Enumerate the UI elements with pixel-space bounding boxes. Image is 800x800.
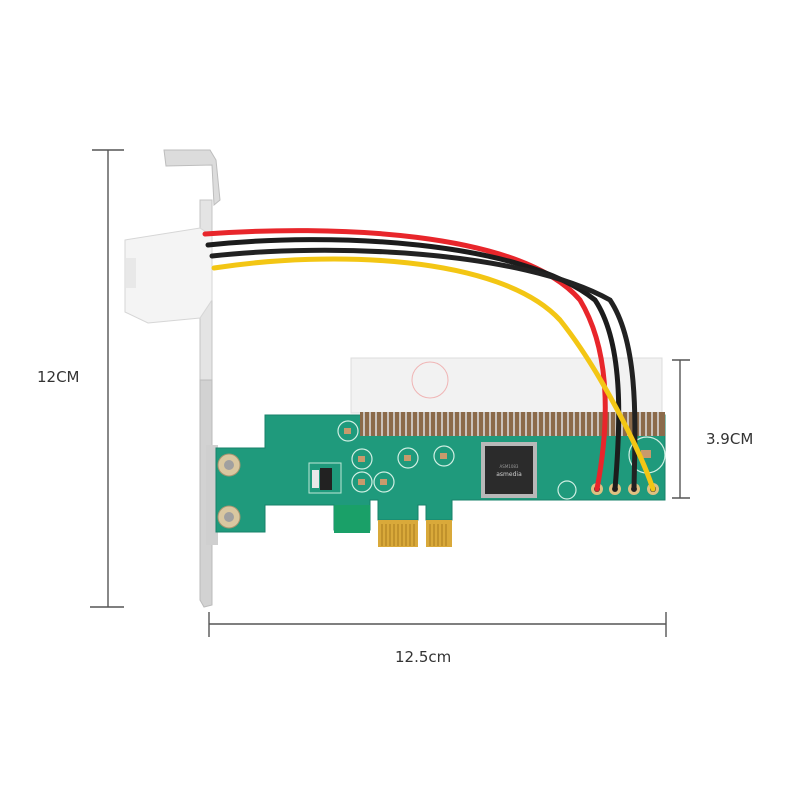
svg-text:asmedia: asmedia — [496, 471, 522, 478]
height-dimension-line — [90, 149, 124, 608]
height-dimension-label: 12CM — [37, 368, 80, 386]
slot-height-dimension-line — [672, 359, 690, 499]
power-cable — [202, 228, 656, 492]
asmedia-chip: asmedia ASM1083 — [481, 442, 537, 498]
metal-bracket — [163, 149, 221, 608]
width-dimension-line — [208, 612, 667, 637]
screw-icon — [217, 453, 241, 529]
width-dimension-label: 12.5cm — [395, 648, 452, 666]
svg-text:ASM1083: ASM1083 — [500, 464, 519, 469]
molex-connector — [124, 227, 213, 324]
pcb-board: asmedia ASM1083 — [215, 414, 666, 547]
slot-height-dimension-label: 3.9CM — [706, 430, 754, 448]
